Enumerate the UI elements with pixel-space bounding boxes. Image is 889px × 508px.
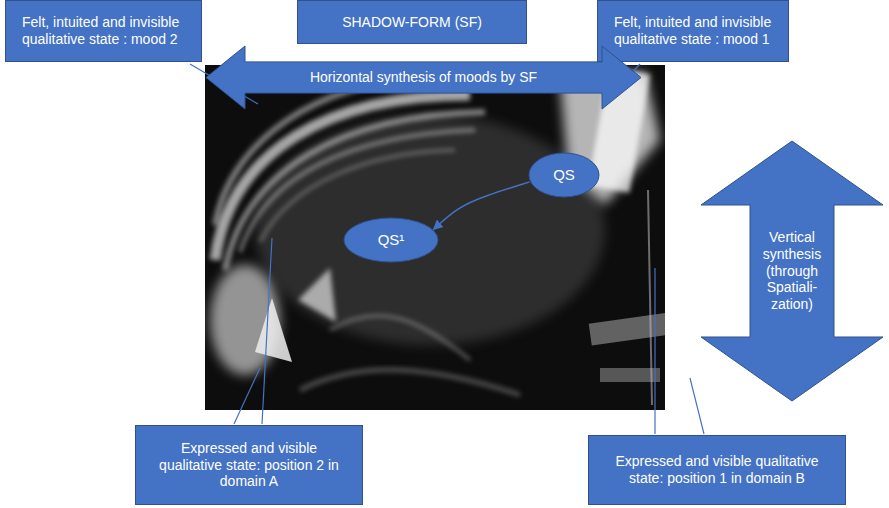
state-box: Expressed and visible qualitative state:… xyxy=(588,435,846,505)
ellipse-outline xyxy=(344,218,438,262)
mood-box: Felt, intuited and invisible qualitative… xyxy=(597,0,789,62)
state-ellipse: QS¹ xyxy=(343,217,439,263)
leader-line xyxy=(262,238,272,424)
node-text: QS xyxy=(534,166,594,184)
leader-lines xyxy=(190,64,704,434)
node-text: SHADOW-FORM (SF) xyxy=(310,14,514,31)
node-text: Expressed and visible qualitative state:… xyxy=(148,440,350,490)
arrow-outline xyxy=(701,141,883,401)
node-text: Expressed and visible qualitative state:… xyxy=(601,453,833,487)
photo-streak xyxy=(300,370,520,395)
photo-streaks xyxy=(210,67,665,405)
photo-streak xyxy=(648,190,652,405)
curved-arrow xyxy=(434,182,530,229)
arrow-outline xyxy=(206,46,641,109)
photo-ground xyxy=(205,65,665,410)
node-text: Felt, intuited and invisible qualitative… xyxy=(18,14,189,48)
state-box: Expressed and visible qualitative state:… xyxy=(135,425,363,505)
photo-streak xyxy=(330,316,470,360)
title-box: SHADOW-FORM (SF) xyxy=(297,0,527,44)
photo-bar xyxy=(589,313,665,346)
photo-haze xyxy=(255,115,605,345)
leader-line xyxy=(234,368,260,424)
mood-box: Felt, intuited and invisible qualitative… xyxy=(5,0,202,62)
double-arrow: Vertical synthesis (through Spatiali- za… xyxy=(700,140,884,402)
leader-line xyxy=(654,268,655,434)
node-text: QS¹ xyxy=(349,231,433,249)
node-text: Horizontal synthesis of moods by SF xyxy=(253,69,594,86)
photo-streak xyxy=(225,112,485,270)
node-text: Felt, intuited and invisible qualitative… xyxy=(610,14,776,48)
node-text: Vertical synthesis (through Spatiali- za… xyxy=(752,229,832,313)
state-ellipse: QS xyxy=(528,152,600,198)
ellipse-outline xyxy=(529,153,599,197)
photo-shard xyxy=(255,298,292,362)
leader-line xyxy=(690,378,704,434)
double-arrow: Horizontal synthesis of moods by SF xyxy=(205,45,642,110)
photo-shard xyxy=(298,268,336,322)
